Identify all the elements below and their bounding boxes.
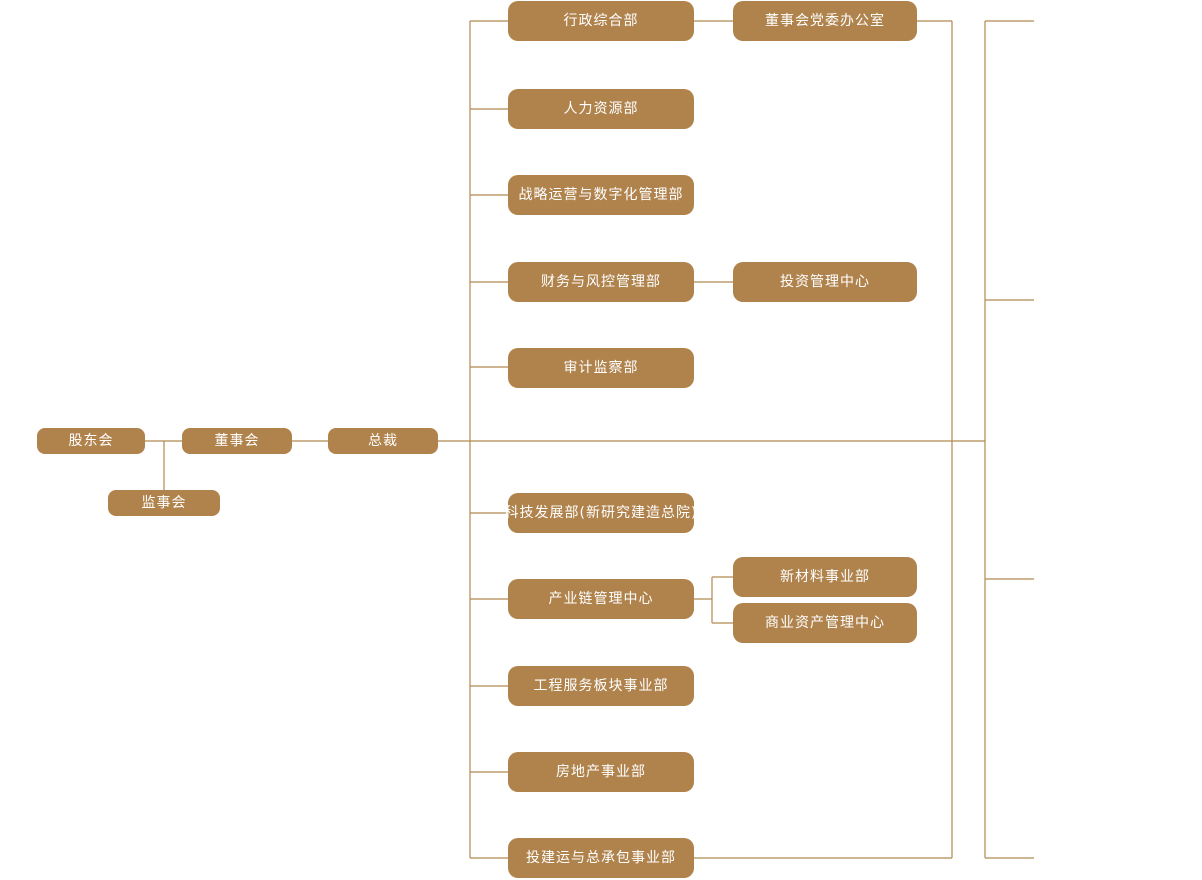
node-office-board-party: 董事会党委办公室 [733, 1, 917, 41]
node-dept-real-estate: 房地产事业部 [508, 752, 694, 792]
node-office-commercial-assets: 商业资产管理中心 [733, 603, 917, 643]
connector-offcanvas-stubs [985, 20, 1034, 859]
node-supervisory-board: 监事会 [108, 490, 220, 516]
connector-dept-ticks [470, 20, 508, 859]
node-president: 总裁 [328, 428, 438, 454]
node-dept-admin-general: 行政综合部 [508, 1, 694, 41]
node-shareholders: 股东会 [37, 428, 145, 454]
node-dept-finance-risk: 财务与风控管理部 [508, 262, 694, 302]
node-dept-industry-chain: 产业链管理中心 [508, 579, 694, 619]
node-dept-audit-supervision: 审计监察部 [508, 348, 694, 388]
node-office-investment-center: 投资管理中心 [733, 262, 917, 302]
node-dept-investment-construction: 投建运与总承包事业部 [508, 838, 694, 878]
node-dept-engineering-services: 工程服务板块事业部 [508, 666, 694, 706]
node-board-of-directors: 董事会 [182, 428, 292, 454]
node-dept-tech-development: 科技发展部(新研究建造总院) [505, 493, 696, 533]
connector-industrychain-bracket [694, 576, 733, 624]
node-office-new-materials: 新材料事业部 [733, 557, 917, 597]
node-dept-human-resources: 人力资源部 [508, 89, 694, 129]
node-dept-strategy-digital: 战略运营与数字化管理部 [508, 175, 694, 215]
